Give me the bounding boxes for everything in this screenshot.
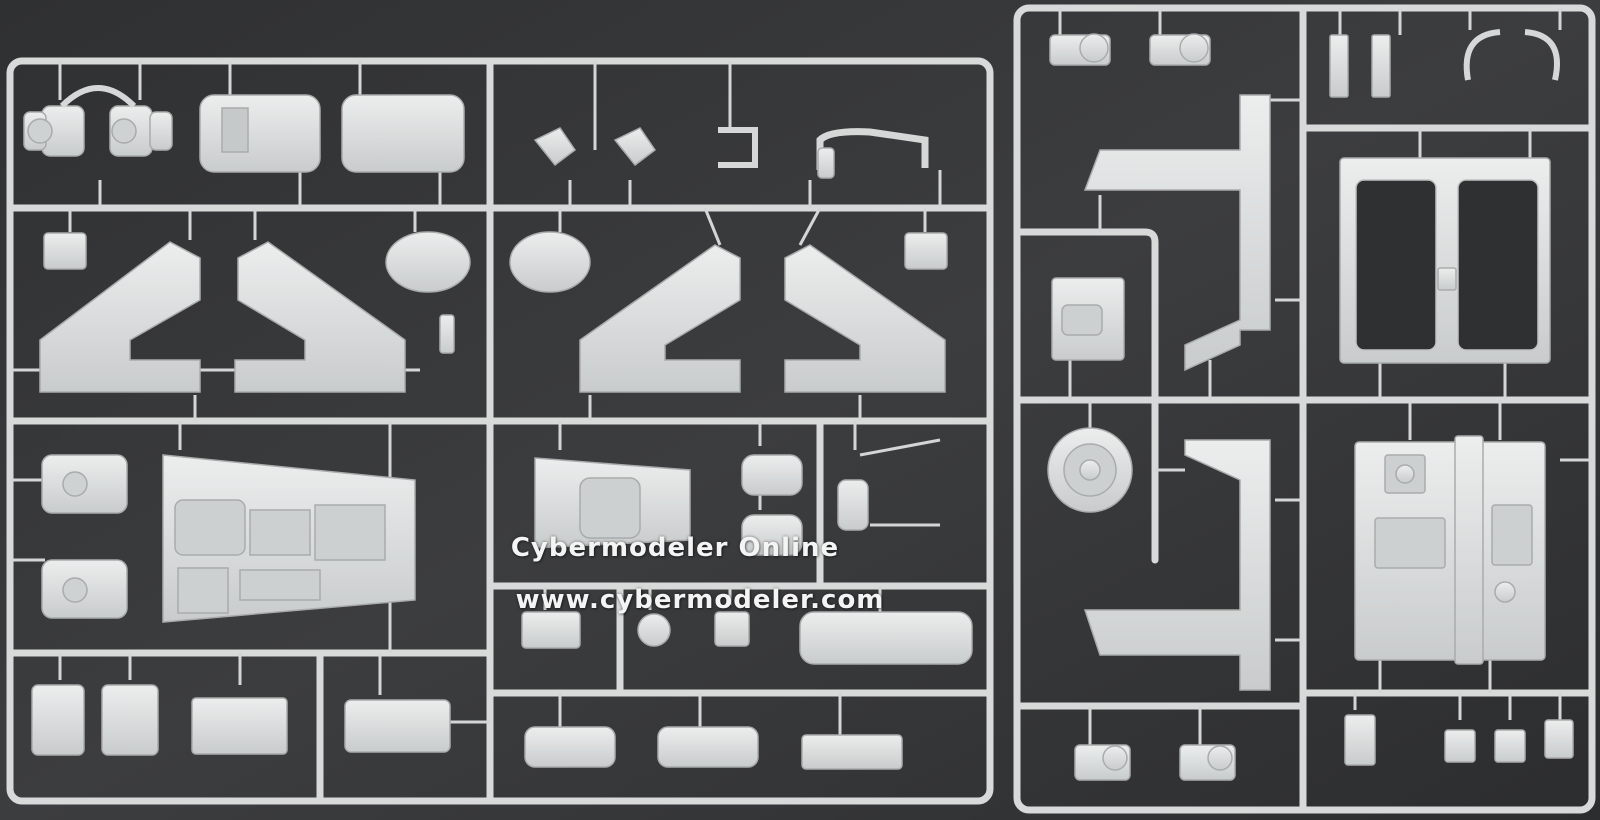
left-gates: [10, 61, 942, 735]
side-panel-4: [784, 244, 946, 393]
engine-pod-right: [109, 105, 173, 157]
side-panel-3: [579, 244, 741, 393]
left-sprue: [6, 57, 994, 805]
side-panel-1: [39, 241, 201, 393]
fuel-tank-1: [199, 94, 321, 173]
right-parts: [1047, 29, 1574, 781]
frame-bracket-1: [1083, 94, 1271, 372]
control-panel-block: [1354, 435, 1546, 665]
right-gates: [1058, 8, 1592, 745]
cylinder-1: [385, 231, 471, 293]
canister-1: [741, 454, 803, 496]
door-frame: [1339, 157, 1551, 364]
fuel-tank-2: [341, 94, 465, 173]
right-sprue: [1013, 4, 1596, 814]
cylinder-2: [509, 231, 591, 293]
side-panel-2: [234, 241, 406, 393]
left-parts: [23, 85, 973, 770]
long-tank: [799, 611, 973, 665]
frame-bracket-2: [1083, 439, 1271, 691]
bracket-parts: [41, 454, 128, 619]
canister-2: [741, 514, 803, 556]
valve-part: [837, 479, 869, 531]
engine-pod-left: [23, 105, 85, 157]
